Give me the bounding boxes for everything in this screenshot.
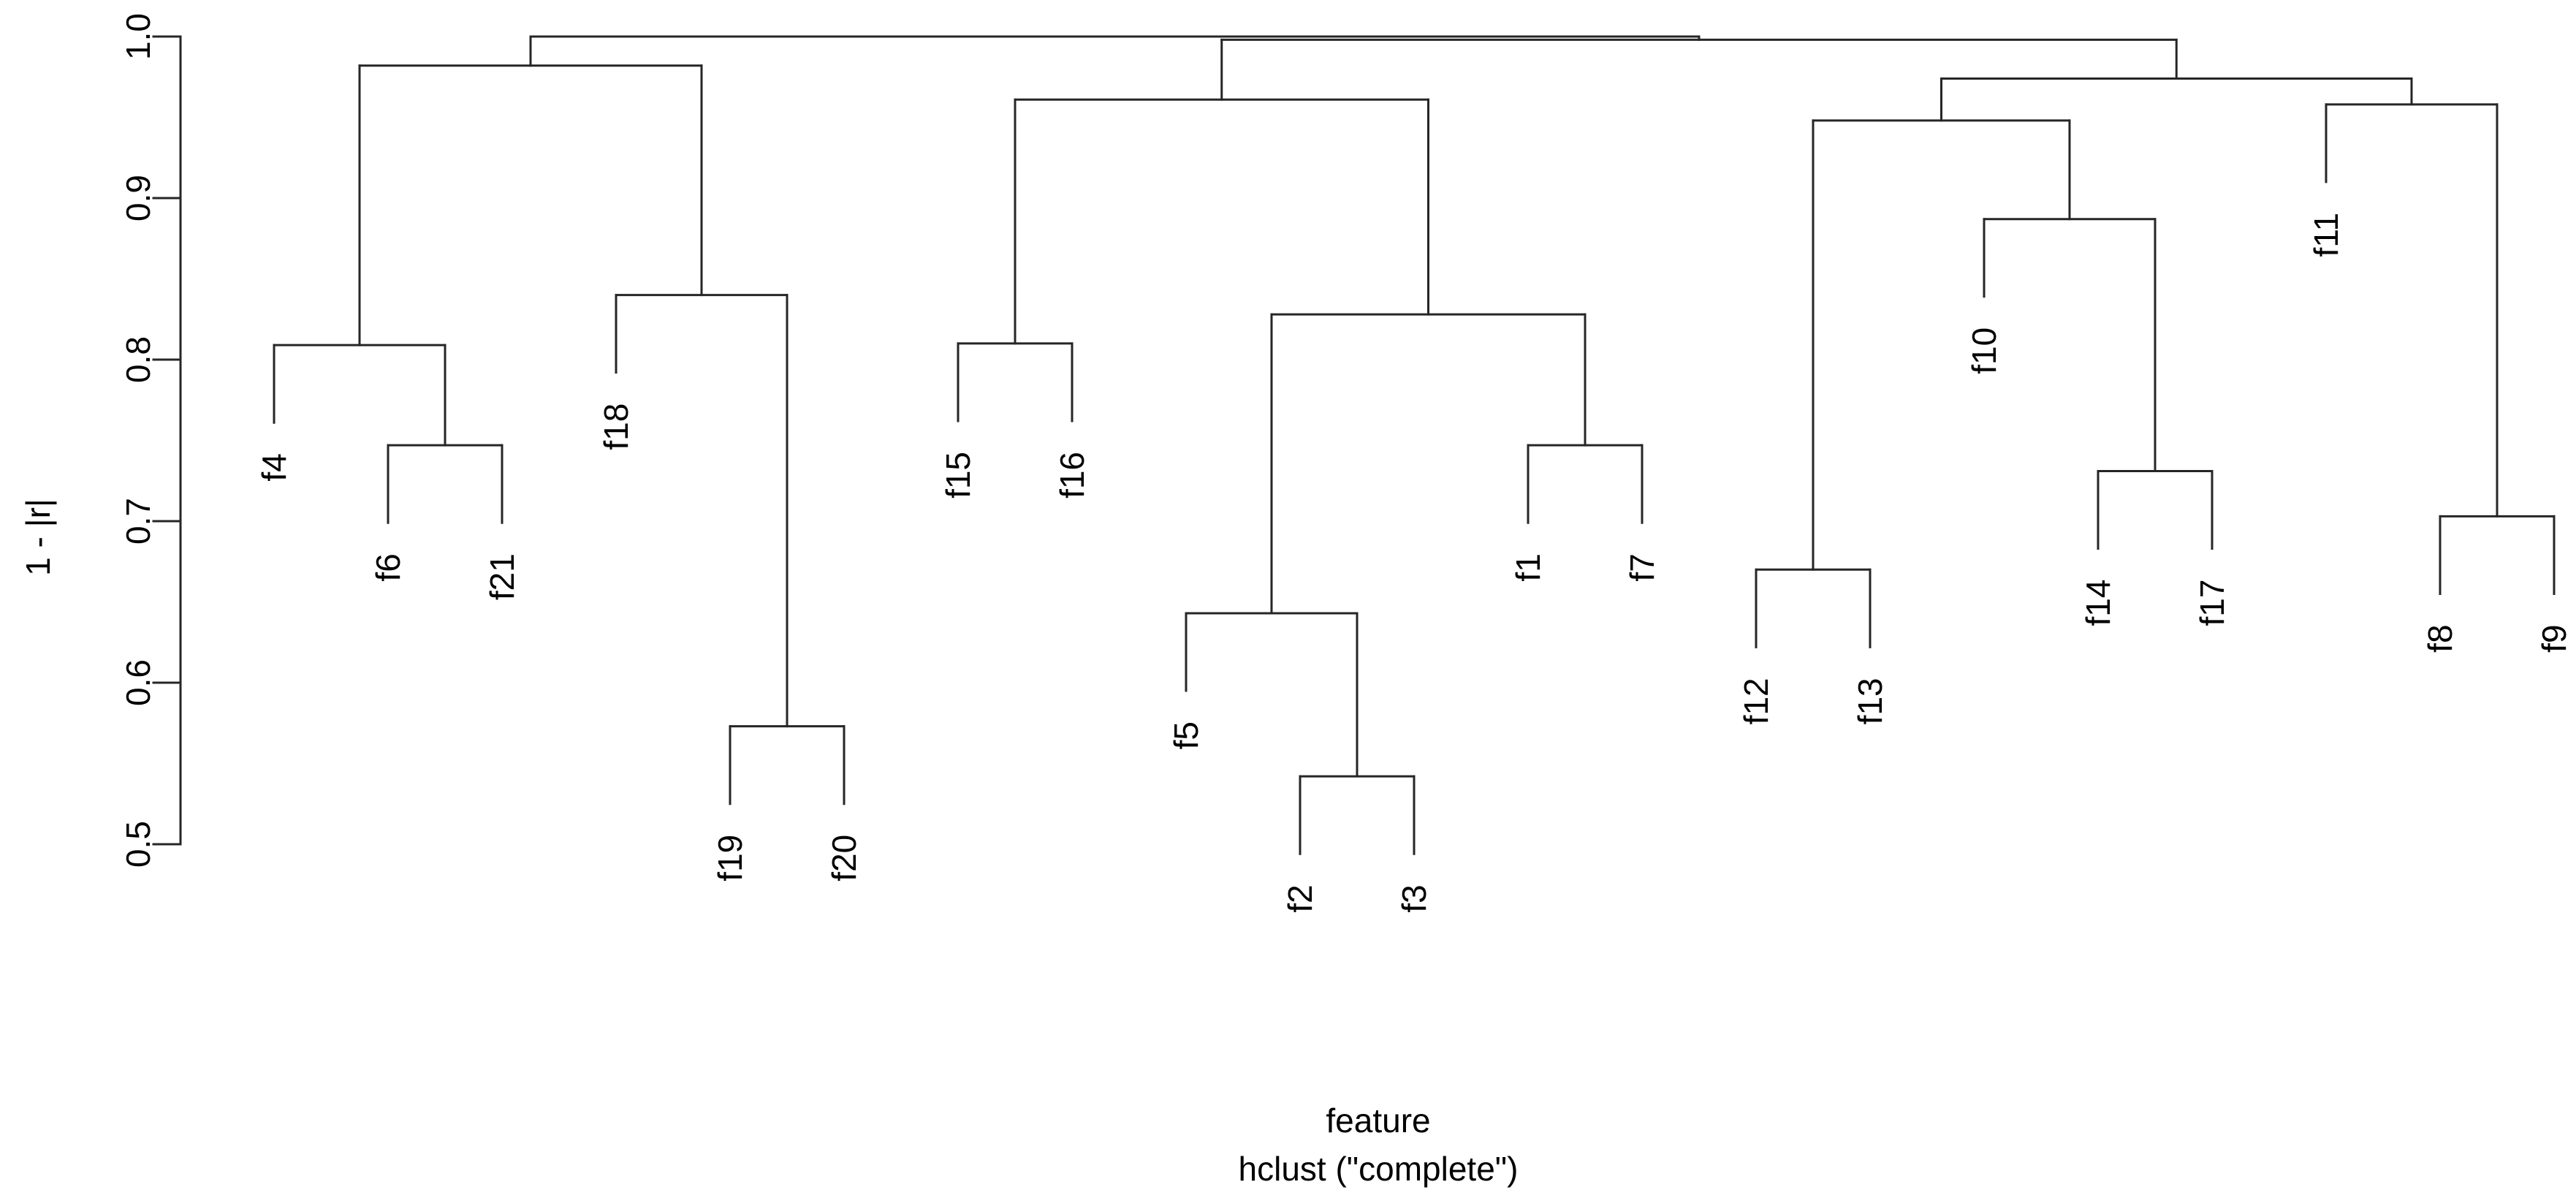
y-axis-tick-label-0.7: 0.7 bbox=[119, 498, 157, 545]
leaf-label-f21: f21 bbox=[483, 553, 521, 600]
leaf-label-f13: f13 bbox=[1851, 678, 1889, 724]
leaf-label-f17: f17 bbox=[2193, 580, 2231, 626]
leaf-label-f1: f1 bbox=[1509, 553, 1547, 581]
y-axis-tick-label-0.5: 0.5 bbox=[119, 821, 157, 868]
leaf-label-f4: f4 bbox=[255, 453, 293, 481]
x-axis-title: feature hclust ("complete") bbox=[181, 1096, 2576, 1193]
leaf-label-f18: f18 bbox=[597, 403, 635, 450]
y-axis-tick-label-0.8: 0.8 bbox=[119, 336, 157, 383]
leaf-label-f3: f3 bbox=[1395, 884, 1433, 912]
leaf-label-f10: f10 bbox=[1965, 327, 2003, 374]
leaf-label-f12: f12 bbox=[1737, 678, 1775, 724]
x-axis-title-line2: hclust ("complete") bbox=[1238, 1150, 1519, 1188]
leaf-label-f19: f19 bbox=[711, 835, 749, 882]
leaf-label-f16: f16 bbox=[1053, 452, 1091, 498]
leaf-label-f11: f11 bbox=[2307, 213, 2345, 257]
leaf-label-f9: f9 bbox=[2535, 624, 2573, 652]
leaf-label-f8: f8 bbox=[2421, 624, 2459, 652]
leaf-label-f15: f15 bbox=[939, 452, 977, 498]
y-axis-tick-label-0.6: 0.6 bbox=[119, 659, 157, 706]
x-axis-title-line1: feature bbox=[1326, 1102, 1431, 1140]
leaf-label-f7: f7 bbox=[1623, 553, 1661, 581]
leaf-label-f5: f5 bbox=[1167, 721, 1205, 749]
leaf-label-f14: f14 bbox=[2079, 580, 2117, 626]
y-axis-tick-label-0.9: 0.9 bbox=[119, 175, 157, 221]
y-axis-title: 1 - |r| bbox=[19, 498, 57, 576]
y-axis-tick-label-1.0: 1.0 bbox=[119, 13, 157, 60]
leaf-label-f6: f6 bbox=[369, 553, 407, 581]
leaf-label-f20: f20 bbox=[825, 835, 863, 882]
leaf-label-f2: f2 bbox=[1281, 884, 1319, 912]
